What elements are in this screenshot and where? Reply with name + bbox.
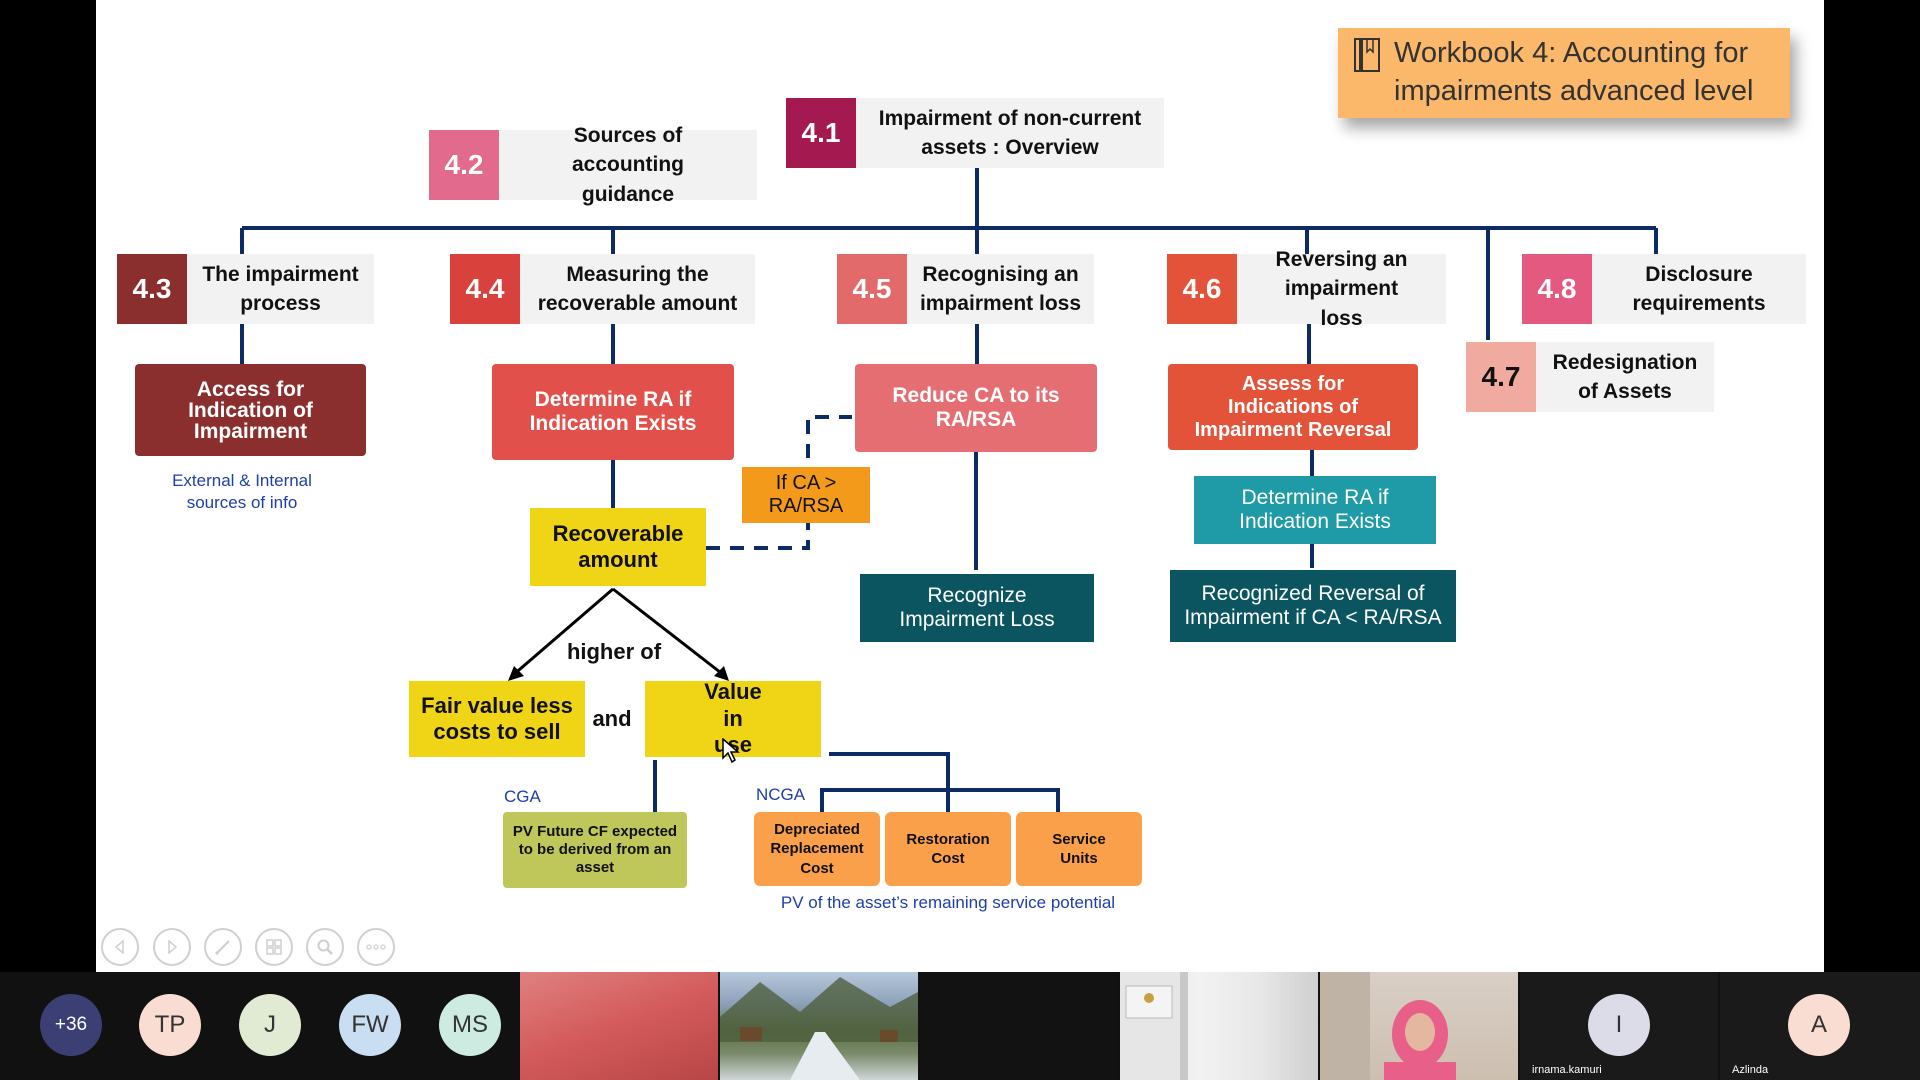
- pv-future-box: PV Future CF expected to be derived from…: [503, 812, 687, 888]
- participant-avatar-fw[interactable]: FW: [339, 994, 401, 1056]
- next-slide-button[interactable]: [153, 928, 191, 966]
- participant-video-office[interactable]: [1120, 972, 1318, 1080]
- participant-avatar-ms[interactable]: MS: [439, 994, 501, 1056]
- section-4-6-number: 4.6: [1167, 254, 1237, 324]
- participant-avatar-a: A: [1788, 994, 1850, 1056]
- participant-avatar-j[interactable]: J: [239, 994, 301, 1056]
- recognized-reversal-box: Recognized Reversal of Impairment if CA …: [1170, 570, 1456, 642]
- previous-icon: [114, 940, 124, 954]
- cga-label: CGA: [504, 787, 541, 806]
- recoverable-amount-box: Recoverable amount: [530, 508, 706, 586]
- section-4-1-number: 4.1: [786, 98, 856, 168]
- participant-video-red[interactable]: [520, 972, 718, 1080]
- section-4-3-number: 4.3: [117, 254, 187, 324]
- section-4-2-title: Sources of accounting guidance: [499, 124, 757, 206]
- higher-of-label: higher of: [566, 638, 662, 664]
- more-options-button[interactable]: [357, 928, 395, 966]
- section-4-4-number: 4.4: [450, 254, 520, 324]
- section-4-7-title: Redesignation of Assets: [1536, 342, 1714, 412]
- determine-ra-box: Determine RA if Indication Exists: [492, 364, 734, 460]
- service-units-box: Service Units: [1016, 812, 1142, 886]
- restoration-cost-box: Restoration Cost: [885, 812, 1011, 886]
- zoom-button[interactable]: [306, 928, 344, 966]
- section-4-7-number: 4.7: [1466, 342, 1536, 412]
- participant-avatar-tp[interactable]: TP: [139, 994, 201, 1056]
- participant-tile-azlinda[interactable]: A Azlinda: [1720, 972, 1920, 1080]
- fair-value-box: Fair value less costs to sell: [409, 681, 585, 757]
- participant-video-dark[interactable]: [920, 972, 1118, 1080]
- workbook-title-card: Workbook 4: Accounting for impairments a…: [1338, 28, 1790, 118]
- section-4-4-title: Measuring the recoverable amount: [520, 254, 755, 324]
- section-4-8-number: 4.8: [1522, 254, 1592, 324]
- depreciated-replacement-box: Depreciated Replacement Cost: [754, 812, 880, 886]
- office-image: [1120, 972, 1188, 1080]
- section-4-6-title: Reversing an impairment loss: [1237, 248, 1446, 330]
- workbook-title-line1: Workbook 4: Accounting for: [1394, 37, 1749, 70]
- access-indication-box: Access for Indication of Impairment: [135, 364, 366, 456]
- determine-ra-reversal-box: Determine RA if Indication Exists: [1194, 476, 1436, 544]
- reduce-ca-box: Reduce CA to its RA/RSA: [855, 364, 1097, 452]
- section-4-2-number: 4.2: [429, 130, 499, 200]
- pen-icon: [214, 940, 230, 956]
- participant-video-presenter[interactable]: [1320, 972, 1518, 1080]
- mouse-cursor-icon: [722, 738, 740, 764]
- participant-tile-irnama[interactable]: I irnama.kamuri: [1520, 972, 1718, 1080]
- presentation-slide: Workbook 4: Accounting for impairments a…: [96, 0, 1824, 972]
- section-4-1-title: Impairment of non-current assets : Overv…: [856, 98, 1164, 168]
- section-4-5-number: 4.5: [837, 254, 907, 324]
- participant-avatar-i: I: [1588, 994, 1650, 1056]
- landscape-image: [720, 977, 918, 1080]
- workbook-title-line2: impairments advanced level: [1394, 75, 1754, 107]
- participant-overflow-count[interactable]: +36: [40, 994, 102, 1056]
- slides-icon: [266, 939, 282, 955]
- next-icon: [168, 940, 178, 954]
- participant-name-azlinda: Azlinda: [1732, 1064, 1769, 1076]
- and-label: and: [592, 705, 632, 731]
- access-note: External & Internal sources of info: [172, 471, 312, 513]
- section-4-8-title: Disclosure requirements: [1592, 254, 1806, 324]
- connector-lines: [240, 168, 1658, 812]
- section-4-3-title: The impairment process: [187, 254, 374, 324]
- bookmark-icon: [1354, 38, 1380, 72]
- section-4-5-title: Recognising an impairment loss: [907, 254, 1094, 324]
- participant-name-irnama: irnama.kamuri: [1532, 1064, 1602, 1076]
- ncga-label: NCGA: [756, 785, 806, 804]
- previous-slide-button[interactable]: [101, 928, 139, 966]
- participant-video-landscape[interactable]: [720, 972, 918, 1080]
- pv-service-note: PV of the asset’s remaining service pote…: [780, 893, 1116, 912]
- zoom-icon: [317, 939, 333, 955]
- if-ca-box: If CA > RA/RSA: [742, 467, 870, 523]
- value-in-use-box: Value in use: [645, 679, 821, 757]
- presenter-image: [1320, 972, 1456, 1080]
- recognize-loss-box: Recognize Impairment Loss: [860, 574, 1094, 642]
- assess-reversal-box: Assess for Indications of Impairment Rev…: [1168, 364, 1418, 450]
- more-icon: [366, 944, 386, 950]
- see-all-slides-button[interactable]: [255, 928, 293, 966]
- pen-tool-button[interactable]: [204, 928, 242, 966]
